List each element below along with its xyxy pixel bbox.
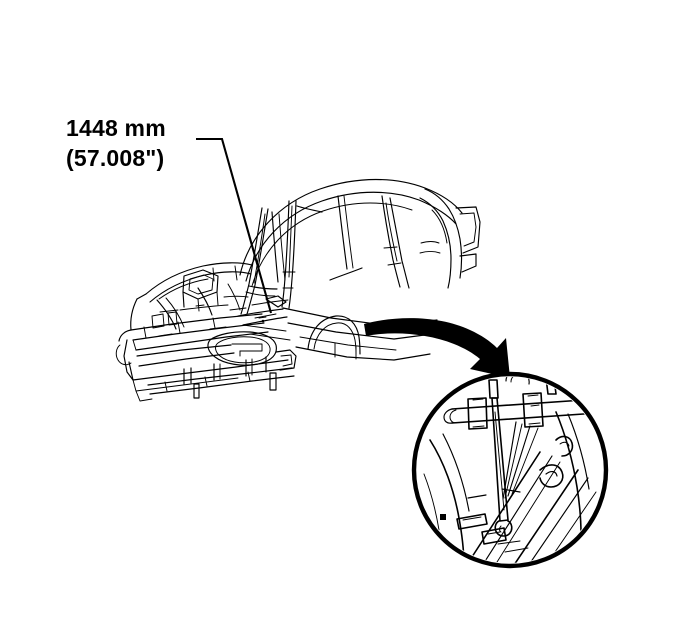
dimension-metric-label: 1448 mm [66, 115, 166, 141]
rear-wheel-arch [307, 315, 361, 355]
front-door-window-opening [271, 205, 323, 283]
reference-needles [501, 421, 539, 500]
detail-view-arrow [364, 318, 510, 378]
dimension-leader-line [196, 137, 273, 314]
b-pillar [281, 200, 297, 309]
detail-misc-lines [467, 494, 529, 553]
a-pillar [240, 207, 269, 315]
tram-bar [443, 377, 599, 430]
rear-quarter-panel [419, 188, 481, 289]
engine-compartment-rail [130, 313, 269, 351]
detail-lower-bracket [440, 513, 507, 545]
front-strut-tower [182, 269, 219, 312]
floor-and-tunnel [159, 295, 291, 341]
c-pillar [381, 195, 410, 289]
detail-view-circle [411, 371, 609, 569]
windshield-opening [245, 285, 278, 297]
rear-door-window-opening [329, 195, 363, 281]
engine-bay-details [151, 304, 247, 337]
measurement-point-marker [258, 316, 267, 323]
cowl [237, 295, 289, 326]
front-upper-structure [130, 262, 253, 331]
front-bumper-beam [147, 367, 295, 395]
dimension-imperial-label: (57.008") [66, 145, 164, 171]
detail-contents [423, 377, 599, 563]
dimension-callout: 1448 mm (57.008") [66, 115, 166, 171]
detail-underbody-rails [469, 451, 597, 563]
detail-bracket-hook [539, 435, 574, 488]
front-lower-brackets [183, 356, 277, 399]
front-inner-fender [156, 265, 241, 330]
front-lower-left-structure [115, 329, 153, 402]
vehicle-body-drawing [115, 178, 481, 402]
